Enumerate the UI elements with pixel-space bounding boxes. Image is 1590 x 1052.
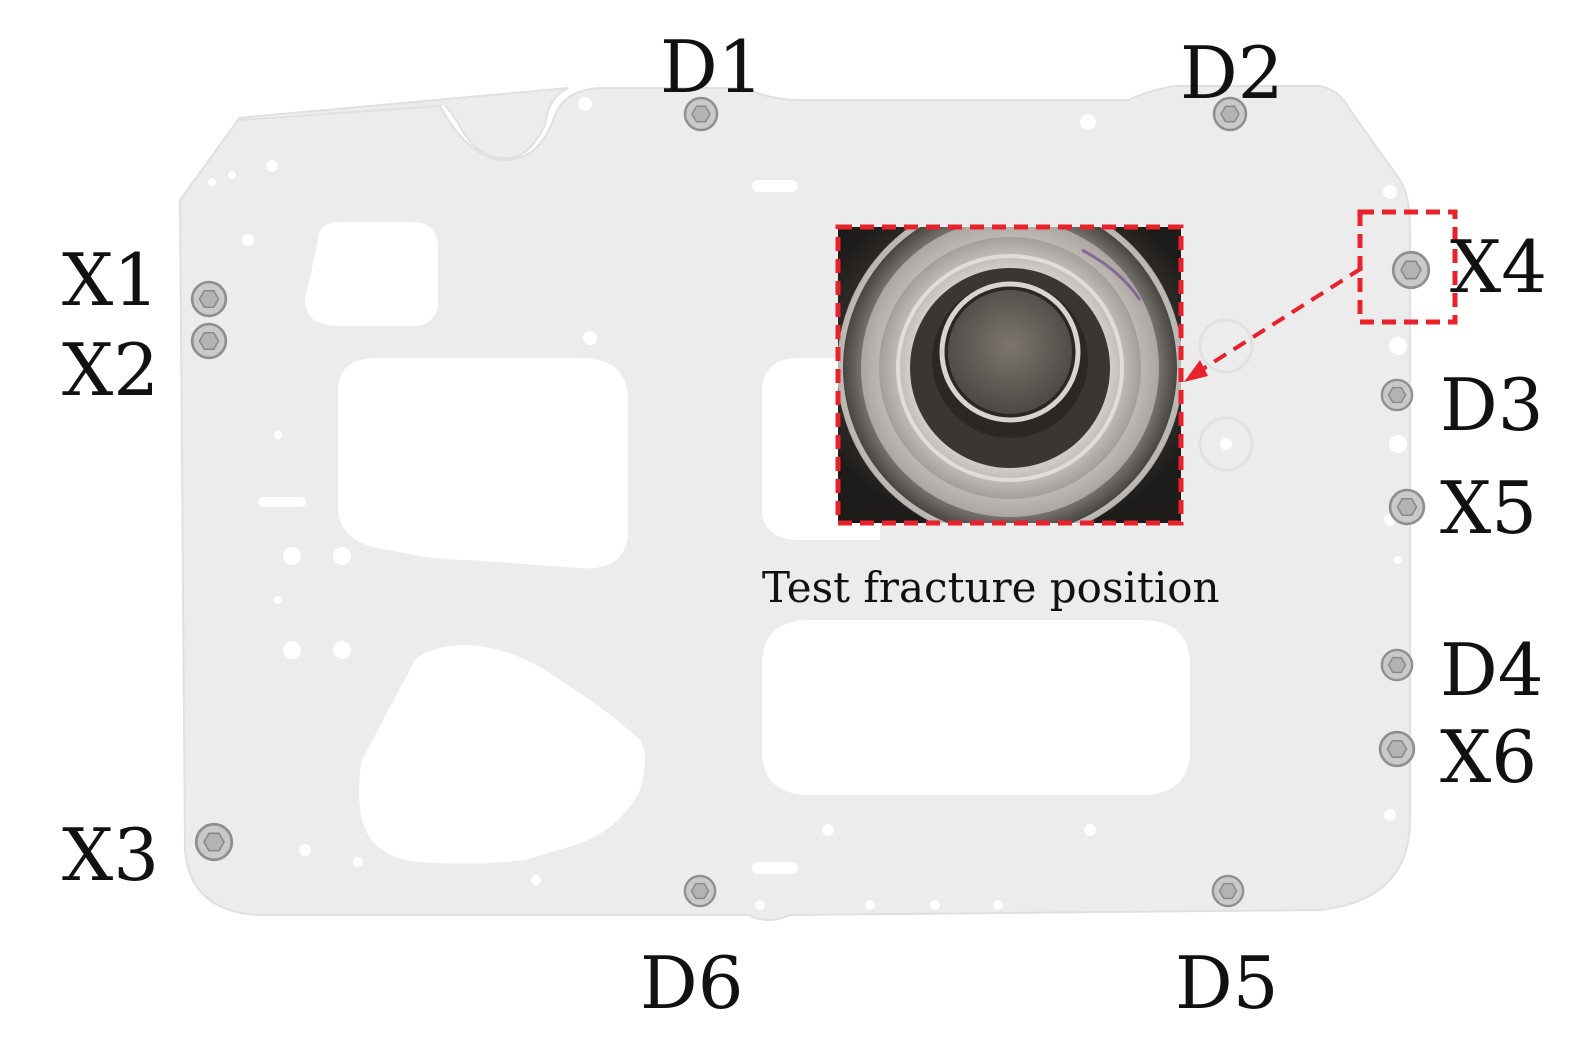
label-d6: D6 bbox=[640, 941, 744, 1025]
hex-bolt-icon bbox=[1380, 378, 1414, 412]
label-x5: X5 bbox=[1440, 466, 1537, 550]
hex-bolt-icon bbox=[190, 280, 228, 318]
fracture-photo-inset bbox=[838, 227, 1181, 523]
arrow-icon bbox=[1196, 266, 1364, 374]
label-d4: D4 bbox=[1440, 628, 1544, 712]
arrow-head-icon bbox=[1184, 360, 1208, 382]
label-d5: D5 bbox=[1175, 941, 1279, 1025]
label-x4: X4 bbox=[1450, 225, 1547, 309]
embossed-ring-marks bbox=[1198, 318, 1254, 472]
fracture-highlight-box bbox=[835, 224, 1184, 526]
labels: D1 D2 X1 X2 X4 D3 X5 D4 X6 X3 D6 D5 Test… bbox=[62, 25, 1547, 1025]
hex-bolt-icon bbox=[1391, 250, 1431, 290]
label-d1: D1 bbox=[660, 25, 764, 109]
label-d3: D3 bbox=[1440, 363, 1544, 447]
label-x3: X3 bbox=[62, 813, 159, 897]
plate-cutouts bbox=[208, 97, 1407, 910]
hex-bolt-icon bbox=[1378, 730, 1416, 768]
label-x1: X1 bbox=[62, 238, 159, 322]
hex-bolt-icon bbox=[190, 322, 228, 360]
hex-bolt-icon bbox=[1388, 488, 1426, 526]
hex-bolt-icon bbox=[683, 874, 717, 908]
hex-bolt-icon bbox=[1380, 648, 1414, 682]
hex-bolt-icon bbox=[1211, 874, 1245, 908]
label-x6: X6 bbox=[1440, 715, 1537, 799]
label-x2: X2 bbox=[62, 328, 159, 412]
label-d2: D2 bbox=[1180, 31, 1284, 115]
caption-test-fracture-position: Test fracture position bbox=[762, 563, 1220, 612]
hex-bolt-icon bbox=[194, 822, 234, 862]
